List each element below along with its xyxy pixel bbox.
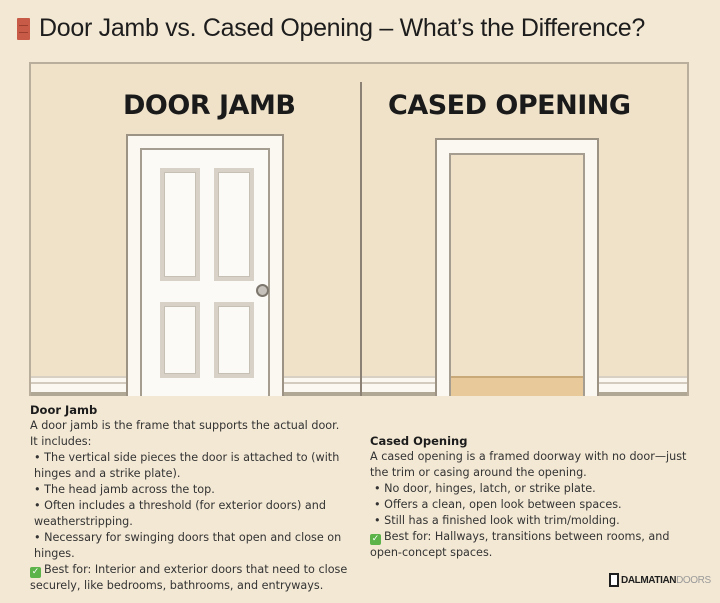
- logo-text-primary: DALMATIAN: [621, 574, 677, 586]
- list-item: • No door, hinges, latch, or strike plat…: [374, 482, 596, 495]
- list-item: • Offers a clean, open look between spac…: [374, 498, 622, 511]
- title-bar: Door Jamb vs. Cased Opening – What’s the…: [0, 0, 720, 56]
- opening-illustration: [449, 153, 585, 396]
- list-item: • Still has a finished look with trim/mo…: [374, 514, 620, 527]
- best-for-text: Best for: Interior and exterior doors th…: [30, 563, 348, 592]
- door-jamb-description: Door Jamb A door jamb is the frame that …: [30, 402, 350, 594]
- logo-door-icon: [609, 573, 619, 587]
- door-icon: [17, 18, 30, 40]
- door-illustration: [140, 148, 270, 396]
- best-for-text: Best for: Hallways, transitions between …: [370, 530, 670, 559]
- cased-opening-intro: A cased opening is a framed doorway with…: [370, 450, 687, 479]
- logo-text-secondary: DOORS: [676, 574, 711, 586]
- brand-logo: DALMATIAN DOORS: [609, 573, 711, 587]
- door-panel: [160, 168, 200, 281]
- checkmark-icon: ✓: [370, 534, 381, 545]
- door-jamb-intro: A door jamb is the frame that supports t…: [30, 419, 340, 448]
- door-panel: [160, 302, 200, 378]
- cased-opening-heading: CASED OPENING: [388, 90, 631, 121]
- cased-opening-description: Cased Opening A cased opening is a frame…: [370, 433, 690, 561]
- door-jamb-title: Door Jamb: [30, 403, 98, 417]
- door-jamb-heading: DOOR JAMB: [123, 90, 296, 121]
- page-title: Door Jamb vs. Cased Opening – What’s the…: [39, 13, 646, 42]
- cased-opening-frame: [435, 138, 599, 396]
- door-panel: [214, 168, 254, 281]
- list-item: • The head jamb across the top.: [34, 483, 215, 496]
- illustration-panel: DOOR JAMB CASED OPENING: [29, 62, 689, 396]
- divider: [360, 82, 362, 396]
- cased-opening-best-for: ✓Best for: Hallways, transitions between…: [370, 529, 690, 561]
- list-item: • Necessary for swinging doors that open…: [34, 531, 342, 560]
- list-item: • Often includes a threshold (for exteri…: [34, 499, 326, 528]
- cased-opening-title: Cased Opening: [370, 434, 468, 448]
- checkmark-icon: ✓: [30, 567, 41, 578]
- door-jamb-frame: [126, 134, 284, 396]
- floor-threshold: [451, 376, 583, 396]
- door-panel: [214, 302, 254, 378]
- door-knob-icon: [256, 284, 269, 297]
- list-item: • The vertical side pieces the door is a…: [34, 451, 340, 480]
- door-jamb-best-for: ✓Best for: Interior and exterior doors t…: [30, 562, 350, 594]
